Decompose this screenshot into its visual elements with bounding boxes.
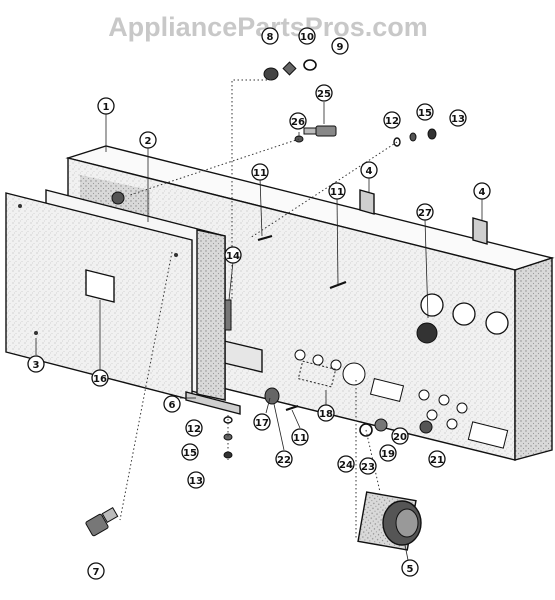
callout-11c: 11 bbox=[291, 428, 309, 446]
washer-square-part bbox=[282, 61, 297, 76]
plug-part bbox=[85, 506, 119, 537]
callout-12b: 12 bbox=[185, 419, 203, 437]
svg-text:2: 2 bbox=[145, 136, 152, 147]
callout-16: 16 bbox=[91, 369, 109, 387]
callout-21: 21 bbox=[428, 450, 446, 468]
svg-text:11: 11 bbox=[330, 187, 344, 198]
svg-text:26: 26 bbox=[291, 117, 305, 128]
screw-part bbox=[257, 234, 273, 242]
svg-text:4: 4 bbox=[479, 187, 486, 198]
leader-lines bbox=[35, 102, 483, 561]
callout-27: 27 bbox=[416, 203, 434, 221]
svg-text:7: 7 bbox=[93, 567, 100, 578]
nut-part-2 bbox=[427, 128, 437, 140]
svg-text:1: 1 bbox=[103, 102, 110, 113]
bolt-part bbox=[315, 125, 337, 137]
svg-text:21: 21 bbox=[430, 455, 444, 466]
svg-text:8: 8 bbox=[267, 32, 274, 43]
callout-4a: 4 bbox=[360, 161, 378, 179]
svg-text:10: 10 bbox=[300, 32, 314, 43]
svg-text:25: 25 bbox=[317, 89, 331, 100]
svg-text:12: 12 bbox=[187, 424, 201, 435]
callout-11a: 11 bbox=[251, 163, 269, 181]
svg-text:11: 11 bbox=[253, 168, 267, 179]
front-cover bbox=[5, 192, 193, 401]
callout-1: 1 bbox=[97, 97, 115, 115]
svg-text:16: 16 bbox=[93, 374, 107, 385]
callout-2: 2 bbox=[139, 131, 157, 149]
svg-text:13: 13 bbox=[451, 114, 465, 125]
washer-part bbox=[409, 132, 417, 142]
callout-25: 25 bbox=[315, 84, 333, 102]
callout-5: 5 bbox=[401, 559, 419, 577]
callout-13a: 13 bbox=[449, 109, 467, 127]
callout-15a: 15 bbox=[416, 103, 434, 121]
callout-6: 6 bbox=[163, 395, 181, 413]
svg-text:22: 22 bbox=[277, 455, 291, 466]
callout-10: 10 bbox=[298, 27, 316, 45]
callout-7: 7 bbox=[87, 562, 105, 580]
callout-26: 26 bbox=[289, 112, 307, 130]
knob-part bbox=[264, 387, 280, 405]
callout-9: 9 bbox=[331, 37, 349, 55]
callout-24: 24 bbox=[337, 455, 355, 473]
nut-part bbox=[263, 67, 279, 81]
callout-15b: 15 bbox=[181, 443, 199, 461]
callout-8: 8 bbox=[261, 27, 279, 45]
svg-text:13: 13 bbox=[189, 476, 203, 487]
connector-part bbox=[357, 491, 422, 551]
svg-text:11: 11 bbox=[293, 433, 307, 444]
grommet-part-3 bbox=[419, 420, 433, 434]
svg-text:20: 20 bbox=[393, 432, 407, 443]
svg-text:6: 6 bbox=[169, 400, 176, 411]
svg-text:12: 12 bbox=[385, 116, 399, 127]
bracket-part bbox=[185, 391, 241, 415]
assembly-lines bbox=[119, 79, 398, 540]
callout-3: 3 bbox=[27, 355, 45, 373]
callout-13b: 13 bbox=[187, 471, 205, 489]
callout-12a: 12 bbox=[383, 111, 401, 129]
screw-part-2 bbox=[329, 280, 347, 290]
callout-14: 14 bbox=[224, 246, 242, 264]
grommet-part bbox=[359, 423, 373, 437]
svg-text:15: 15 bbox=[183, 448, 197, 459]
callout-17: 17 bbox=[253, 413, 271, 431]
callout-20: 20 bbox=[391, 427, 409, 445]
svg-text:9: 9 bbox=[337, 42, 344, 53]
svg-text:23: 23 bbox=[361, 462, 375, 473]
ring-part bbox=[303, 59, 317, 71]
svg-text:24: 24 bbox=[339, 460, 353, 471]
svg-text:4: 4 bbox=[366, 166, 373, 177]
callout-19: 19 bbox=[379, 444, 397, 462]
grommet-part-2 bbox=[374, 418, 388, 432]
callouts: 1 2 3 4 4 5 6 7 8 9 10 11 11 11 12 12 13… bbox=[27, 27, 491, 580]
strip-part bbox=[224, 299, 232, 331]
screw-part-3 bbox=[285, 404, 299, 412]
svg-text:15: 15 bbox=[418, 108, 432, 119]
callout-22: 22 bbox=[275, 450, 293, 468]
svg-text:27: 27 bbox=[418, 208, 432, 219]
lockwasher-part bbox=[393, 137, 401, 147]
svg-text:5: 5 bbox=[407, 564, 414, 575]
svg-text:17: 17 bbox=[255, 418, 269, 429]
bolt-shaft-part bbox=[303, 127, 317, 135]
svg-text:19: 19 bbox=[381, 449, 395, 460]
callout-18: 18 bbox=[317, 404, 335, 422]
svg-text:18: 18 bbox=[319, 409, 333, 420]
callout-11b: 11 bbox=[328, 182, 346, 200]
callout-23: 23 bbox=[359, 457, 377, 475]
svg-text:14: 14 bbox=[226, 251, 240, 262]
callout-4b: 4 bbox=[473, 182, 491, 200]
svg-text:3: 3 bbox=[33, 360, 40, 371]
